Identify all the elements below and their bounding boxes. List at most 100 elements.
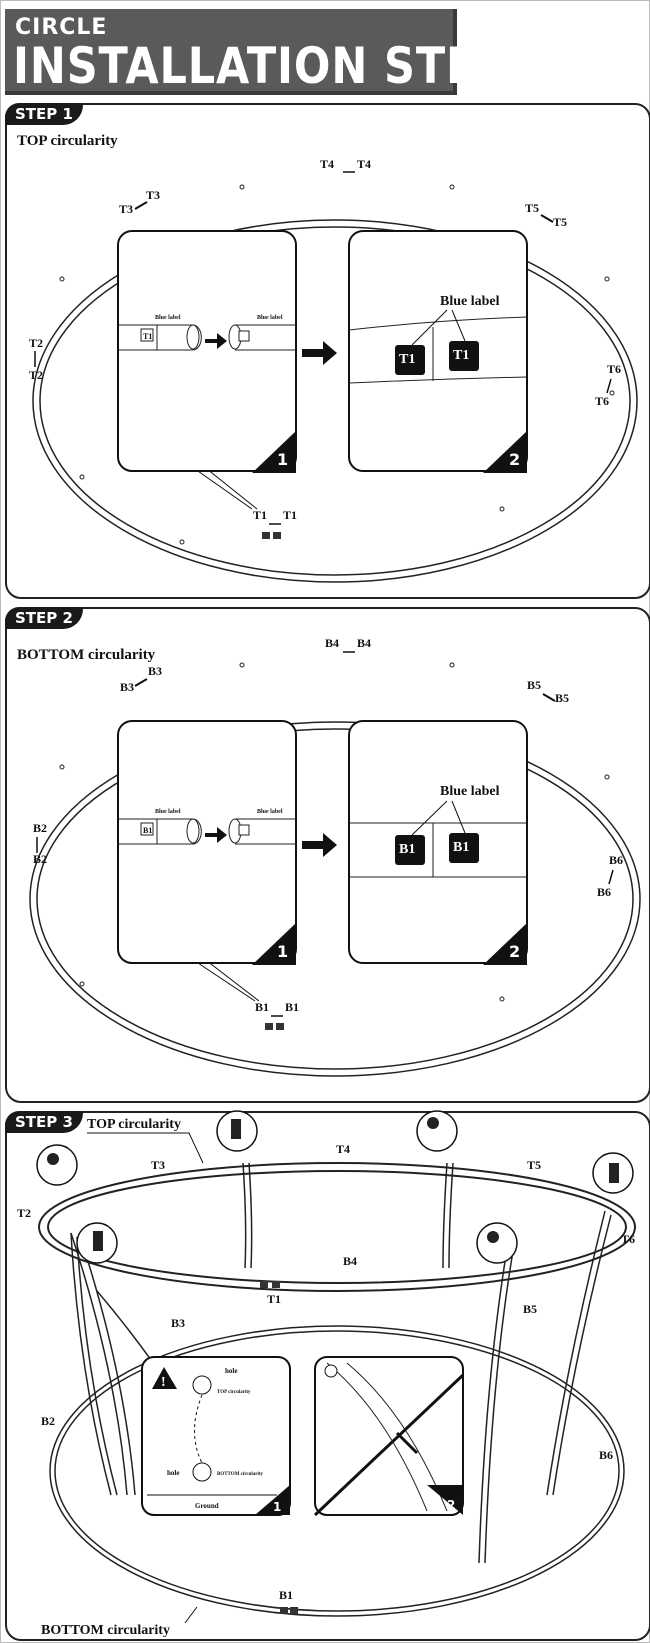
label-T4b: T4	[357, 157, 371, 171]
step1-diagram: T4 T4 T3 T3 T5 T5 T2 T2 T6 T6 T1 T1	[29, 157, 638, 583]
s3-B1: B1	[279, 1588, 293, 1602]
s2-inset2-label: Blue label	[440, 784, 500, 799]
step2-title: BOTTOM circularity	[17, 647, 156, 663]
label-B5b: B5	[555, 691, 569, 705]
warning-mark: !	[161, 1375, 166, 1390]
bolt-icons	[47, 1117, 619, 1251]
inset2-tag-a: T1	[399, 352, 415, 367]
s3-B5: B5	[523, 1302, 537, 1316]
label-T5b: T5	[553, 215, 567, 229]
inset1-bottom-circ: BOTTOM circularity	[217, 1472, 264, 1477]
label-T6b: T6	[595, 394, 609, 408]
label-T4a: T4	[320, 157, 334, 171]
step3-bottom-ring-inner	[54, 1330, 620, 1612]
title-line2: INSTALLATION STEPS	[13, 37, 541, 95]
step2-inset1	[117, 720, 297, 964]
step1-inset2	[348, 230, 528, 472]
inset1-top-circ: TOP circularity	[217, 1390, 251, 1395]
label-T3b: T3	[119, 202, 133, 216]
inset2-tag-b: T1	[453, 348, 469, 363]
label-B4b: B4	[357, 636, 371, 650]
label-B2b: B2	[33, 852, 47, 866]
step3-tab: STEP 3	[5, 1111, 83, 1133]
step2-tab: STEP 2	[5, 607, 83, 629]
top-ring-outer	[32, 219, 638, 583]
step2-diagram: B4 B4 B3 B3 B5 B5 B2 B2 B6 B6 B1 B1	[29, 636, 641, 1077]
step3-bottom-circ-label: BOTTOM circularity	[41, 1623, 170, 1638]
label-T2b: T2	[29, 368, 43, 382]
step3-top-ring-outer	[38, 1162, 636, 1292]
top-ring-inner	[39, 226, 631, 576]
step1-inset1	[117, 230, 297, 472]
s3-B2: B2	[41, 1414, 55, 1428]
warning-icon	[152, 1367, 177, 1389]
callout-lines	[194, 468, 258, 510]
inset1-hole-bottom: hole	[167, 1469, 179, 1477]
t1-mark-b	[273, 532, 281, 539]
s3-T4: T4	[336, 1142, 350, 1156]
ring-holes	[59, 184, 615, 545]
arrow-T6	[606, 378, 612, 394]
s2-inset1-number: 1	[277, 942, 288, 961]
s2-inset1-small-label-a: Blue label	[155, 809, 181, 815]
step3-top-ring-inner	[47, 1170, 627, 1284]
inset1-number: 1	[277, 450, 288, 469]
inset1-small-label-b: Blue label	[257, 315, 283, 321]
inset1-hole-top: hole	[225, 1367, 237, 1375]
s3-T1: T1	[267, 1292, 281, 1306]
label-B3b: B3	[120, 680, 134, 694]
label-B5a: B5	[527, 678, 541, 692]
inset1-small-label-a: Blue label	[155, 315, 181, 321]
inset2-label: Blue label	[440, 294, 500, 309]
title-line1: CIRCLE	[15, 15, 108, 40]
s2-inset1-tag: B1	[143, 826, 152, 835]
step3-panel: STEP 3 TOP circularity T4	[5, 1110, 650, 1641]
s3-inset1-number: 1	[273, 1500, 281, 1514]
title-banner: CIRCLE INSTALLATION STEPS	[5, 9, 540, 95]
label-T1a: T1	[253, 508, 267, 522]
step2-panel: STEP 2 BOTTOM circularity B4 B4 B3 B3 B5…	[5, 607, 650, 1103]
inset2-number: 2	[509, 450, 520, 469]
s2-inset1-small-label-b: Blue label	[257, 809, 283, 815]
step3-bottom-ring-outer	[49, 1325, 625, 1617]
arrow-T3	[134, 201, 148, 210]
label-T2a: T2	[29, 336, 43, 350]
s3-T6: T6	[621, 1232, 635, 1246]
t1-mark-a	[262, 532, 270, 539]
label-B1a: B1	[255, 1000, 269, 1014]
step3-top-circ-label: TOP circularity	[87, 1117, 181, 1132]
label-B3a: B3	[148, 664, 162, 678]
big-arrow	[302, 341, 337, 365]
label-B1b: B1	[285, 1000, 299, 1014]
label-T5a: T5	[525, 201, 539, 215]
label-T6a: T6	[607, 362, 621, 376]
s2-inset2-tag-b: B1	[453, 840, 469, 855]
label-B6b: B6	[597, 885, 611, 899]
arrow-T5	[540, 214, 554, 223]
s2-inset2-number: 2	[509, 942, 520, 961]
step3-inset1	[141, 1356, 291, 1516]
s3-T2: T2	[17, 1206, 31, 1220]
s3-T5: T5	[527, 1158, 541, 1172]
step2-inset2	[348, 720, 528, 964]
s3-B4: B4	[343, 1254, 357, 1268]
s3-inset2-number: 2	[447, 1498, 455, 1512]
inset1-ground: Ground	[195, 1502, 219, 1510]
label-B2a: B2	[33, 821, 47, 835]
s3-B3: B3	[171, 1316, 185, 1330]
s3-B6: B6	[599, 1448, 613, 1462]
step3-diagram: TOP circularity T4 T3 T5 T2 T6 T1 B4 B3 …	[17, 1110, 636, 1638]
label-T1b: T1	[283, 508, 297, 522]
inset1-tag: T1	[143, 332, 152, 341]
label-B6a: B6	[609, 853, 623, 867]
label-T3a: T3	[146, 188, 160, 202]
s3-T3: T3	[151, 1158, 165, 1172]
bottom-ring-outer	[29, 721, 641, 1077]
bottom-ring-inner	[36, 728, 634, 1070]
label-B4a: B4	[325, 636, 339, 650]
step1-panel: STEP 1 TOP circularity T4 T4 T3 T3 T5 T5…	[5, 103, 650, 599]
step1-title: TOP circularity	[17, 133, 118, 149]
step1-tab: STEP 1	[5, 103, 83, 125]
s2-inset2-tag-a: B1	[399, 842, 415, 857]
